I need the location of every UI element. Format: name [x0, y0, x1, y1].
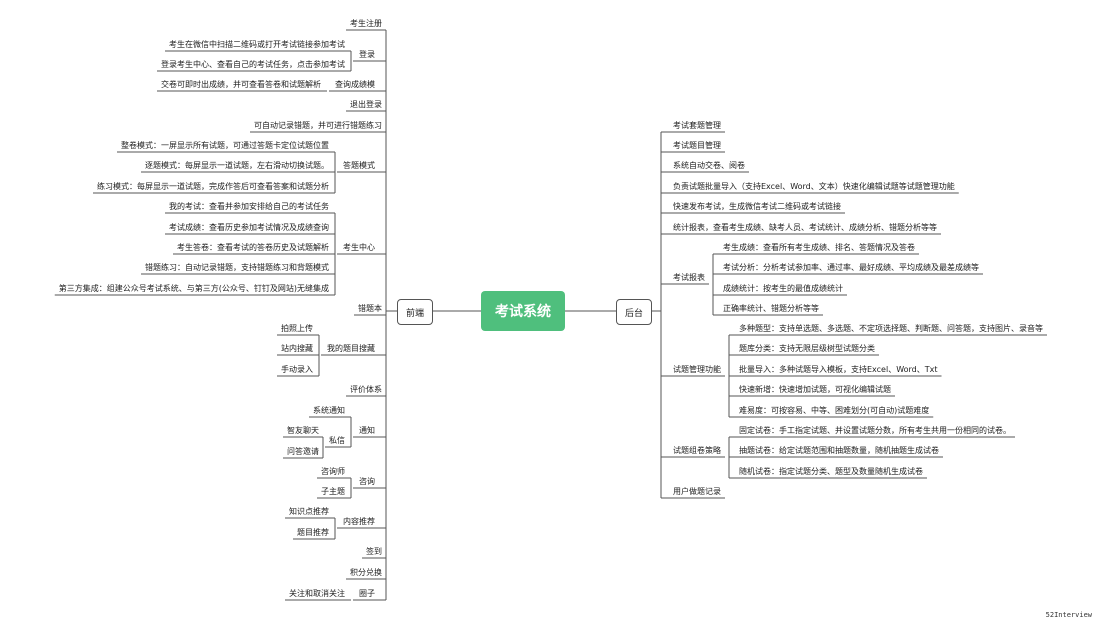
node-label: 交卷可即时出成绩，并可查看答卷和试题解析 — [161, 80, 321, 89]
node-label: 试题组卷策略 — [673, 446, 721, 455]
watermark: 52Interview — [1045, 611, 1092, 619]
node-label: 负责试题批量导入（支持Excel、Word、文本）快速化编辑试题等试题管理功能 — [673, 182, 955, 191]
node-label: 练习模式：每屏显示一道试题，完成作答后可查看答案和试题分析 — [97, 182, 329, 191]
node-label: 圈子 — [359, 589, 375, 598]
node-label: 考生中心 — [343, 243, 375, 252]
node-label: 批量导入：多种试题导入模板，支持Excel、Word、Txt — [739, 365, 938, 374]
node-label: 难易度：可按容易、中等、困难划分(可自动)试题难度 — [739, 406, 930, 415]
node-label: 我的考试：查看并参加安排给自己的考试任务 — [169, 202, 329, 211]
node-label: 考试题目管理 — [673, 141, 721, 150]
node-label: 考生成绩：查看所有考生成绩、排名、答题情况及答卷 — [723, 243, 915, 252]
node-label: 考生答卷：查看考试的答卷历史及试题解析 — [177, 243, 329, 252]
node-label: 逐题模式：每屏显示一道试题，左右滑动切换试题。 — [145, 161, 329, 170]
node-label: 我的题目搜藏 — [327, 344, 375, 353]
right-branch-node: 后台 — [616, 299, 652, 325]
node-label: 登录 — [359, 50, 375, 59]
node-label: 多种题型：支持单选题、多选题、不定项选择题、判断题、问答题，支持图片、录音等 — [739, 324, 1043, 333]
node-label: 题库分类：支持无限层级树型试题分类 — [739, 344, 875, 353]
node-label: 考试报表 — [673, 273, 705, 282]
root-node: 考试系统 — [481, 291, 565, 331]
node-label: 考试套题管理 — [673, 121, 721, 130]
node-label: 智友聊天 — [287, 426, 319, 435]
node-label: 评价体系 — [350, 385, 382, 394]
node-label: 查询成绩模 — [335, 80, 375, 89]
node-label: 咨询师 — [321, 467, 345, 476]
node-label: 答题模式 — [343, 161, 375, 170]
node-label: 固定试卷：手工指定试题、并设置试题分数，所有考生共用一份相同的试卷。 — [739, 426, 1011, 435]
node-label: 积分兑换 — [350, 568, 382, 577]
node-label: 统计报表，查看考生成绩、缺考人员、考试统计、成绩分析、错题分析等等 — [673, 223, 937, 232]
node-label: 登录考生中心、查看自己的考试任务，点击参加考试 — [161, 60, 345, 69]
node-label: 快速新增：快速增加试题，可视化编辑试题 — [739, 385, 891, 394]
node-label: 随机试卷：指定试题分类、题型及数量随机生成试卷 — [739, 467, 923, 476]
node-label: 子主题 — [321, 487, 345, 496]
left-branch-node: 前端 — [397, 299, 433, 325]
node-label: 签到 — [366, 547, 382, 556]
node-label: 考生注册 — [350, 19, 382, 28]
node-label: 题目推荐 — [297, 528, 329, 537]
left-branch-label: 前端 — [405, 308, 424, 319]
node-label: 退出登录 — [350, 100, 382, 109]
root-label: 考试系统 — [495, 304, 551, 320]
node-label: 错题本 — [358, 304, 382, 313]
node-label: 私信 — [329, 436, 345, 445]
node-label: 系统通知 — [313, 406, 345, 415]
node-label: 第三方集成：组建公众号考试系统、与第三方(公众号、钉钉及网站)无缝集成 — [58, 284, 329, 293]
node-label: 关注和取消关注 — [289, 589, 345, 598]
node-label: 考试成绩：查看历史参加考试情况及成绩查询 — [169, 223, 329, 232]
node-label: 考生在微信中扫描二维码或打开考试链接参加考试 — [169, 40, 345, 49]
node-label: 系统自动交卷、阅卷 — [673, 161, 745, 170]
node-label: 知识点推荐 — [289, 507, 329, 516]
right-branch-label: 后台 — [624, 308, 643, 319]
node-label: 试题管理功能 — [673, 365, 721, 374]
node-label: 正确率统计、错题分析等等 — [723, 304, 819, 313]
node-label: 用户做题记录 — [673, 487, 721, 496]
node-label: 站内搜藏 — [281, 344, 313, 353]
node-label: 通知 — [359, 426, 375, 435]
node-label: 错题练习：自动记录错题，支持错题练习和背题模式 — [145, 263, 329, 272]
node-label: 问答邀请 — [287, 447, 319, 456]
node-label: 抽题试卷：给定试题范围和抽题数量，随机抽题生成试卷 — [739, 446, 939, 455]
node-label: 内容推荐 — [343, 517, 375, 526]
node-label: 快速发布考试，生成微信考试二维码或考试链接 — [673, 202, 841, 211]
node-label: 拍照上传 — [281, 324, 313, 333]
node-label: 手动录入 — [281, 365, 313, 374]
node-label: 成绩统计：按考生的最值成绩统计 — [723, 284, 843, 293]
node-label: 咨询 — [359, 477, 375, 486]
node-label: 整卷模式：一屏显示所有试题，可通过答题卡定位试题位置 — [121, 141, 329, 150]
node-label: 可自动记录错题，并可进行错题练习 — [254, 121, 382, 130]
node-label: 考试分析：分析考试参加率、通过率、最好成绩、平均成绩及最差成绩等 — [723, 263, 979, 272]
